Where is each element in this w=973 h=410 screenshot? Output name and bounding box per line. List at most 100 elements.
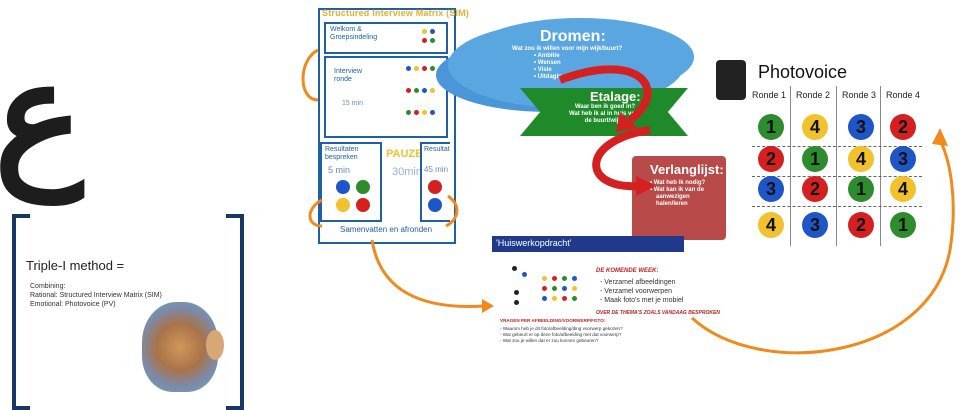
orange-arrow-sim-b	[308, 198, 323, 228]
left-bracket	[12, 214, 30, 410]
huiswerk-dot-grid	[512, 266, 588, 312]
circle	[428, 198, 442, 212]
photovoice-cell: 1	[848, 176, 874, 202]
huiswerk-questions: - Waarom heb je dit foto/afbeelding/ding…	[500, 326, 623, 344]
huiswerk-task-list: - Verzamel afbeeldingen - Verzamel voorw…	[600, 278, 683, 305]
verlanglijst-line: aanwezigen	[656, 194, 690, 200]
dromen-item-text: Ambitie	[537, 53, 560, 59]
dot	[562, 286, 567, 291]
red-arrow-bottom	[592, 126, 651, 191]
dromen-title: Dromen:	[540, 28, 606, 45]
grid-line	[790, 86, 791, 246]
sim-footer-label: Samenvatten en afronden	[340, 225, 433, 234]
dot	[512, 266, 517, 271]
dromen-item-text: Wensen	[537, 60, 561, 66]
huiswerk-header-bar	[492, 236, 684, 252]
orange-arrowhead-huiswerk	[482, 299, 494, 313]
photovoice-cell: 3	[848, 114, 874, 140]
photovoice-cell: 1	[890, 212, 916, 238]
dromen-item-text: Visie	[537, 67, 552, 73]
verlanglijst-line: halen/leren	[656, 201, 688, 207]
circle	[336, 180, 350, 194]
photovoice-cell: 1	[758, 114, 784, 140]
dot	[422, 66, 427, 71]
sim-interview-box: Interview ronde 15 min	[324, 56, 448, 138]
brain-illustration	[142, 302, 218, 392]
triple-i-line: Combining:	[30, 283, 66, 290]
verlanglijst-title: Verlanglijst:	[650, 162, 724, 177]
dot	[430, 29, 435, 34]
dromen-item: • Uitdaging	[534, 74, 566, 80]
dot	[414, 66, 419, 71]
sim-resultaten-time: 45 min	[424, 165, 449, 174]
round-header: Ronde 2	[796, 90, 831, 100]
dot	[552, 296, 557, 301]
triple-i-title: Triple-I method =	[26, 258, 125, 273]
etalage-title: Etalage:	[590, 89, 641, 104]
verlanglijst-line-text: Wat heb ik nodig?	[653, 180, 706, 186]
dromen-question: Wat zou ik willen voor mijn wijk/buurt?	[512, 46, 623, 52]
sim-welkom-label: Welkom & Groepsindeling	[330, 26, 378, 41]
dot	[406, 66, 411, 71]
huiswerk-question: - Wat zou je willen dat er zou kunnen ge…	[500, 338, 599, 343]
right-bracket	[226, 214, 244, 410]
photovoice-cell: 3	[802, 212, 828, 238]
grid-line	[836, 86, 837, 246]
dot	[572, 296, 577, 301]
dot	[572, 286, 577, 291]
orange-arrow-sim-c	[445, 194, 459, 228]
dromen-item: • Visie	[534, 67, 552, 73]
photovoice-cell: 3	[890, 146, 916, 172]
dot	[422, 29, 427, 34]
red-arrowhead-bottom	[636, 176, 656, 196]
photovoice-cell: 3	[758, 176, 784, 202]
dot	[552, 276, 557, 281]
camera-icon	[716, 60, 746, 100]
dromen-item-text: Uitdaging	[537, 74, 566, 80]
circle	[356, 198, 370, 212]
round-header: Ronde 4	[886, 90, 921, 100]
dot	[552, 286, 557, 291]
huiswerk-task: - Maak foto's met je mobiel	[600, 297, 684, 304]
photovoice-title: Photovoice	[758, 62, 848, 82]
photovoice-cell: 2	[848, 212, 874, 238]
triple-i-description: Combining: Rational: Structured Intervie…	[30, 282, 162, 309]
sim-bespreken-label: Resultaten bespreken	[325, 146, 359, 161]
circle	[356, 180, 370, 194]
photovoice-cell: 4	[890, 176, 916, 202]
etalage-line: de buurt/wijk?	[584, 118, 626, 124]
dot	[430, 88, 435, 93]
sim-title: Structured Interview Matrix (SIM)	[322, 8, 470, 18]
sim-interview-label: Interview ronde	[334, 68, 363, 83]
dot	[514, 300, 519, 305]
dot	[522, 272, 527, 277]
photovoice-cell: 4	[758, 212, 784, 238]
grid-line	[752, 206, 922, 207]
huiswerk-question: - Waarom heb je dit foto/afbeelding/ding…	[500, 326, 623, 331]
dot	[572, 276, 577, 281]
round-header: Ronde 1	[752, 90, 787, 100]
dot	[414, 110, 419, 115]
sim-pauze-time: 30min	[392, 166, 422, 178]
sim-bespreken-box: Resultaten bespreken 5 min	[320, 142, 382, 222]
round-header: Ronde 3	[842, 90, 877, 100]
grid-line	[752, 146, 922, 147]
etalage-text: Waar ben ik goed in? Wat heb ik al in hu…	[560, 104, 650, 125]
orange-arrow-to-huiswerk	[370, 239, 485, 308]
triple-i-line: Emotional: Photovoice (PV)	[30, 301, 116, 308]
sim-welkom-box: Welkom & Groepsindeling	[324, 22, 448, 54]
photovoice-cell: 2	[758, 146, 784, 172]
sim-resultaten-box: Resultaten 45 min	[420, 142, 450, 222]
photovoice-cell: 4	[802, 114, 828, 140]
dot	[406, 110, 411, 115]
huiswerk-week-heading: DE KOMENDE WEEK:	[596, 268, 659, 274]
dot	[542, 276, 547, 281]
dot	[430, 38, 435, 43]
orange-arrow-to-photovoice	[690, 139, 955, 355]
huiswerk-title: 'Huiswerkopdracht'	[496, 238, 572, 248]
dot	[422, 110, 427, 115]
photovoice-cell: 1	[802, 146, 828, 172]
dot	[422, 88, 427, 93]
dromen-item: • Wensen	[534, 60, 561, 66]
